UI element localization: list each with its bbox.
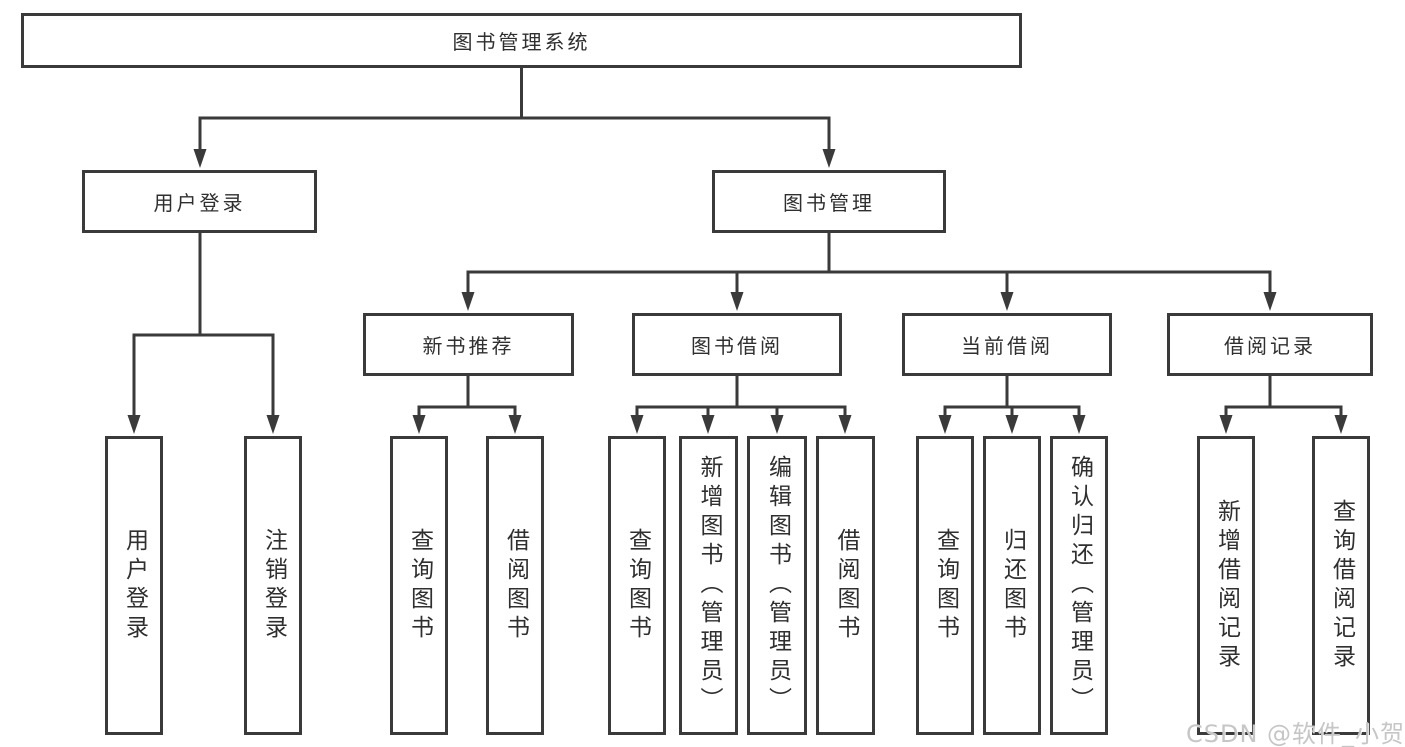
- leaf-current-query-books: 查询图书: [916, 436, 974, 735]
- arrowhead-icon: [1334, 415, 1348, 434]
- node-user-login: 用户登录: [82, 170, 317, 233]
- arrowhead-icon: [1005, 415, 1019, 434]
- arrowhead-icon: [701, 415, 715, 434]
- node-new-book-recommend-label: 新书推荐: [422, 334, 515, 358]
- leaf-recommend-query-books-label: 查询图书: [406, 527, 433, 644]
- leaf-logout-label: 注销登录: [260, 527, 287, 644]
- node-book-borrowing-label: 图书借阅: [691, 334, 783, 358]
- csdn-watermark: CSDN @软件_小贺同学: [1186, 720, 1405, 747]
- leaf-return-books: 归还图书: [983, 436, 1041, 735]
- node-root-label: 图书管理系统: [452, 30, 591, 54]
- arrowhead-icon: [266, 415, 280, 434]
- arrowhead-icon: [770, 415, 784, 434]
- leaf-add-books-admin-label: 新增图书（管理员）: [696, 455, 722, 716]
- arrowhead-icon: [822, 149, 836, 168]
- leaf-confirm-return-admin: 确认归还（管理员）: [1050, 436, 1108, 735]
- leaf-confirm-return-admin-label: 确认归还（管理员）: [1066, 455, 1093, 716]
- arrowhead-icon: [838, 415, 852, 434]
- leaf-borrow-books: 借阅图书: [816, 436, 875, 735]
- leaf-borrow-books-label: 借阅图书: [833, 527, 859, 644]
- arrowhead-icon: [1263, 292, 1277, 311]
- arrowhead-icon: [508, 415, 522, 434]
- node-book-borrowing: 图书借阅: [632, 313, 842, 376]
- node-root: 图书管理系统: [21, 13, 1022, 68]
- node-borrow-records-label: 借阅记录: [1224, 334, 1316, 358]
- node-borrow-records: 借阅记录: [1167, 313, 1373, 376]
- leaf-borrowing-query-books-label: 查询图书: [624, 527, 651, 644]
- leaf-recommend-borrow-books-label: 借阅图书: [502, 527, 529, 644]
- leaf-query-borrow-record-label: 查询借阅记录: [1328, 498, 1355, 673]
- leaf-query-borrow-record: 查询借阅记录: [1312, 436, 1370, 735]
- leaf-edit-books-admin-label: 编辑图书（管理员）: [764, 455, 791, 716]
- arrowhead-icon: [730, 292, 744, 311]
- node-current-borrowing: 当前借阅: [902, 313, 1112, 376]
- leaf-edit-books-admin: 编辑图书（管理员）: [747, 436, 807, 735]
- leaf-user-login: 用户登录: [105, 436, 163, 735]
- arrowhead-icon: [630, 415, 644, 434]
- node-user-login-label: 用户登录: [153, 191, 246, 215]
- arrowhead-icon: [1072, 415, 1086, 434]
- node-book-management-label: 图书管理: [783, 191, 875, 215]
- leaf-return-books-label: 归还图书: [999, 527, 1026, 644]
- leaf-add-borrow-record: 新增借阅记录: [1197, 436, 1255, 735]
- arrowhead-icon: [193, 149, 207, 168]
- arrowhead-icon: [461, 292, 475, 311]
- node-book-management: 图书管理: [712, 170, 946, 233]
- leaf-add-books-admin: 新增图书（管理员）: [679, 436, 738, 735]
- arrowhead-icon: [412, 415, 426, 434]
- arrowhead-icon: [1000, 292, 1014, 311]
- leaf-borrowing-query-books: 查询图书: [608, 436, 666, 735]
- arrowhead-icon: [127, 415, 141, 434]
- leaf-add-borrow-record-label: 新增借阅记录: [1213, 498, 1240, 673]
- node-current-borrowing-label: 当前借阅: [961, 334, 1053, 358]
- node-new-book-recommend: 新书推荐: [363, 313, 574, 376]
- leaf-recommend-borrow-books: 借阅图书: [486, 436, 544, 735]
- leaf-user-login-label: 用户登录: [121, 527, 148, 644]
- leaf-recommend-query-books: 查询图书: [390, 436, 448, 735]
- leaf-logout: 注销登录: [244, 436, 302, 735]
- arrowhead-icon: [1219, 415, 1233, 434]
- arrowhead-icon: [938, 415, 952, 434]
- leaf-current-query-books-label: 查询图书: [932, 527, 959, 644]
